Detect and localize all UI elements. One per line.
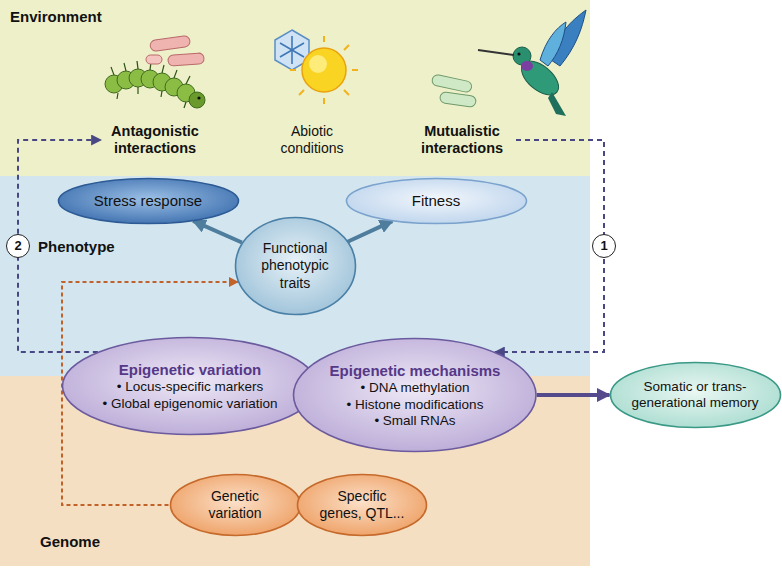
environment-factor: Mutualistic interactions — [410, 123, 514, 158]
ellipse-title: Epigenetic variation — [90, 360, 290, 380]
ellipse-content: Epigenetic variation• Locus-specific mar… — [90, 360, 290, 412]
ellipse-content: Epigenetic mechanisms• DNA methylation• … — [320, 361, 510, 430]
hummingbird-icon — [478, 10, 586, 116]
ellipse-shape — [610, 363, 780, 428]
region-title: Genome — [40, 533, 100, 550]
ellipse-shape — [58, 179, 238, 224]
influence-arrow — [193, 221, 242, 243]
ellipse-content: Specific genes, QTL... — [316, 488, 408, 522]
trait-ellipse: Stress response — [57, 177, 240, 225]
feedback-arrow — [495, 140, 604, 352]
ellipse-content: Functional phenotypic traits — [249, 240, 341, 291]
ellipse-shape — [294, 339, 537, 452]
ellipse-shape — [63, 338, 318, 435]
ellipse-label: Somatic or trans-generational memory — [629, 379, 761, 412]
influence-arrow — [537, 393, 610, 397]
genetic-ellipse: Genetic variation — [169, 473, 302, 537]
influence-arrow — [348, 221, 393, 242]
ellipse-shape — [170, 475, 300, 536]
ellipse-label: Fitness — [366, 192, 506, 210]
bullet-item: • DNA methylation — [320, 380, 510, 396]
factor-label: Antagonistic interactions — [103, 123, 207, 158]
ellipse-label: Specific genes, QTL... — [316, 488, 408, 522]
factor-label: Abiotic conditions — [266, 123, 358, 157]
region-title: Phenotype — [38, 238, 115, 255]
caterpillar-icon — [105, 61, 205, 108]
ellipse-label: Stress response — [78, 192, 218, 210]
ellipse-title: Epigenetic mechanisms — [320, 361, 510, 381]
ellipse-shape — [346, 179, 526, 224]
ellipse-label: Genetic variation — [185, 488, 285, 522]
bullet-item: • Global epigenomic variation — [90, 396, 290, 412]
bullet-item: • Small RNAs — [320, 413, 510, 429]
bacteria-icon — [146, 35, 204, 66]
ellipse-content: Fitness — [366, 192, 506, 210]
environment-ground — [0, 0, 590, 176]
ellipse-shape — [235, 218, 355, 315]
factor-label: Mutualistic interactions — [410, 123, 514, 158]
ellipse-content: Genetic variation — [185, 488, 285, 522]
epigenetic-ellipse: Epigenetic variation• Locus-specific mar… — [61, 336, 319, 436]
region-band: Genome Genetic variation Specific genes, Q… — [0, 376, 590, 566]
trait-circle: Functional phenotypic traits — [234, 216, 357, 316]
memory-ellipse: Somatic or trans-generational memory — [609, 361, 782, 429]
epigenetic-ellipse: Epigenetic mechanisms• DNA methylation• … — [292, 337, 538, 453]
region-band: EnvironmentAntagonistic interactions Abio… — [0, 0, 590, 176]
environment-factor: Antagonistic interactions — [103, 123, 207, 158]
bullet-item: • Locus-specific markers — [90, 379, 290, 395]
bullet-item: • Histone modifications — [320, 397, 510, 413]
sun-icon — [290, 36, 358, 104]
ellipse-content: Stress response — [78, 192, 218, 210]
phenotype-ground — [0, 176, 590, 376]
bacteria-icon — [431, 74, 476, 107]
region-title: Environment — [10, 8, 102, 25]
environment-factor: Abiotic conditions — [266, 123, 358, 157]
genetic-ellipse: Specific genes, QTL... — [296, 473, 428, 537]
trait-ellipse: Fitness — [345, 177, 528, 225]
ellipse-label: Functional phenotypic traits — [249, 240, 341, 291]
callout-number: 2 — [6, 234, 30, 258]
region-band: Phenotype Stress response FitnessFunctiona… — [0, 176, 590, 376]
ellipse-content: Somatic or trans-generational memory — [629, 379, 761, 412]
ellipse-shape — [298, 475, 427, 536]
callout-number: 1 — [592, 234, 616, 258]
